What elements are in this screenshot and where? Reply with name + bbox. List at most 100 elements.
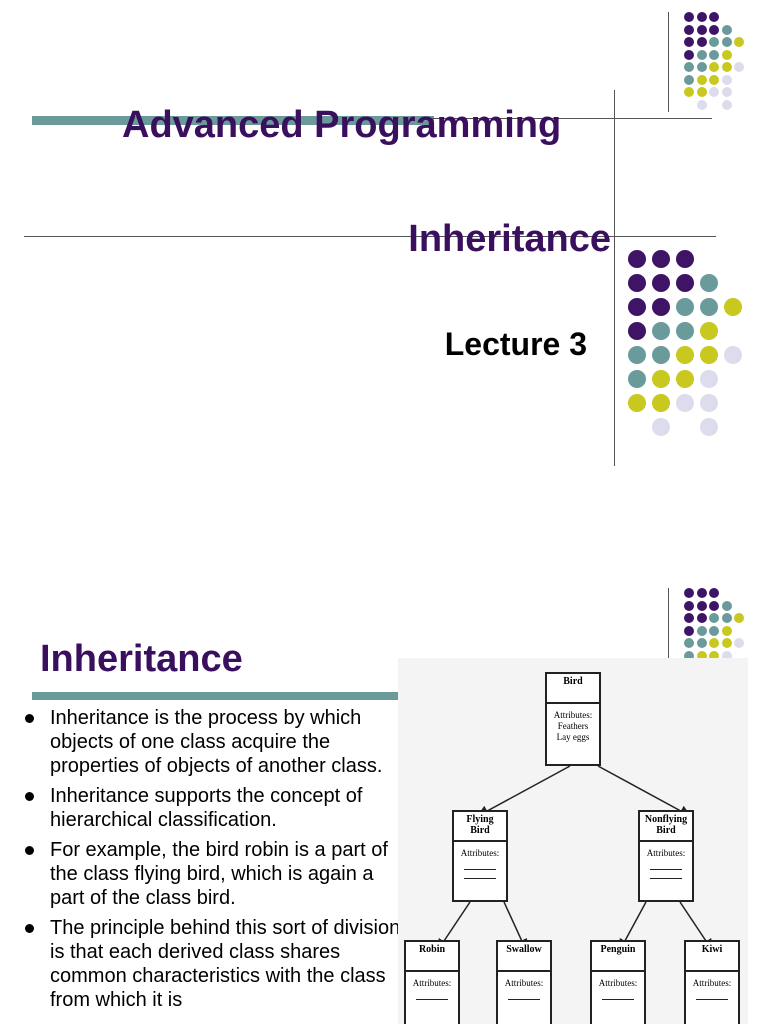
decorative-dot [684, 588, 694, 598]
decorative-dot [700, 298, 718, 316]
decorative-dot [696, 37, 707, 47]
decorative-dot [734, 62, 744, 72]
decorative-dot [709, 650, 719, 661]
decorative-dot [724, 298, 742, 316]
decorative-dot [684, 62, 694, 72]
decorative-dot [734, 613, 744, 623]
decorative-dot [709, 600, 719, 611]
content-slide: Inheritance Inheritance is the process b… [0, 512, 768, 1024]
decorative-dot [696, 24, 707, 35]
decorative-dot [709, 87, 719, 97]
decorative-dot [721, 87, 732, 97]
title-accent-bar [32, 116, 434, 125]
decorative-dot [709, 49, 719, 60]
decorative-dot [734, 638, 744, 648]
decorative-dot [628, 298, 646, 316]
node-attributes-label: Attributes: [412, 978, 452, 988]
decorative-dot [628, 322, 646, 340]
decorative-dot [696, 99, 707, 110]
node-attributes-label: Attributes: [460, 848, 500, 858]
decorative-dot [652, 322, 670, 340]
node-robin: Robin Attributes: [404, 940, 460, 1024]
decorative-dot [696, 625, 707, 636]
slide-title: Inheritance [40, 638, 243, 680]
attribute-line [508, 999, 540, 1000]
decorative-dot [721, 650, 732, 661]
decorative-dot [700, 274, 718, 292]
bullet-item: Inheritance supports the concept of hier… [20, 784, 410, 832]
subtitle-rule [24, 236, 716, 237]
node-name: Robin [406, 942, 458, 972]
decorative-dot [684, 24, 694, 35]
bullet-item: For example, the bird robin is a part of… [20, 838, 410, 910]
node-name: Penguin [592, 942, 644, 972]
node-name: Swallow [498, 942, 550, 972]
decorative-dot [709, 62, 719, 72]
node-name: Bird [547, 674, 599, 704]
attribute-line [416, 999, 448, 1000]
decorative-dot [676, 274, 694, 292]
decorative-dot [709, 74, 719, 85]
decorative-dot [724, 346, 742, 364]
decorative-dot [700, 322, 718, 340]
node-attribute: Lay eggs [556, 732, 590, 742]
decorative-dot [684, 12, 694, 22]
decorative-dot [709, 613, 719, 623]
decorative-dot [696, 650, 707, 661]
decorative-dot [721, 638, 732, 648]
decorative-dot [676, 322, 694, 340]
attribute-line [650, 878, 682, 879]
decorative-dot [676, 370, 694, 388]
corner-divider [668, 12, 669, 112]
attribute-line [696, 999, 728, 1000]
decorative-dot [652, 346, 670, 364]
decorative-dot [652, 370, 670, 388]
decorative-dot [721, 37, 732, 47]
decorative-dot [696, 600, 707, 611]
decorative-dot [652, 298, 670, 316]
decorative-dot [734, 37, 744, 47]
decorative-dot [652, 250, 670, 268]
node-name: Nonflying Bird [640, 812, 692, 842]
node-flying-bird: Flying Bird Attributes: [452, 810, 508, 902]
decorative-dot [652, 394, 670, 412]
node-penguin: Penguin Attributes: [590, 940, 646, 1024]
node-attributes-label: Attributes: [598, 978, 638, 988]
decorative-dot [709, 12, 719, 22]
decorative-dot [696, 87, 707, 97]
decorative-dot [721, 49, 732, 60]
decorative-dot [721, 99, 732, 110]
attribute-line [602, 999, 634, 1000]
decorative-dot [676, 346, 694, 364]
decorative-dot [696, 613, 707, 623]
decorative-dot [709, 588, 719, 598]
decorative-dot [628, 394, 646, 412]
decorative-dot [700, 394, 718, 412]
decorative-dot [684, 638, 694, 648]
decorative-dot [652, 274, 670, 292]
attribute-line [464, 878, 496, 879]
decorative-dot [684, 49, 694, 60]
decorative-dot [628, 370, 646, 388]
decorative-dot [721, 62, 732, 72]
decorative-dot [628, 346, 646, 364]
node-name: Kiwi [686, 942, 738, 972]
decorative-dot [684, 600, 694, 611]
class-hierarchy-diagram: Bird Attributes: Feathers Lay eggs Flyin… [398, 658, 748, 1024]
decorative-dot [696, 638, 707, 648]
decorative-dot [721, 74, 732, 85]
title-accent-bar [32, 692, 398, 700]
title-slide: Advanced Programming Inheritance Lecture… [24, 12, 744, 466]
node-attributes-label: Attributes: [692, 978, 732, 988]
connector-bird-flying [476, 765, 571, 817]
corner-divider [668, 588, 669, 660]
decorative-dot [700, 418, 718, 436]
lecture-label: Lecture 3 [444, 326, 587, 362]
decorative-dot [684, 37, 694, 47]
decorative-dot [709, 638, 719, 648]
decorative-dot [628, 250, 646, 268]
node-name: Flying Bird [454, 812, 506, 842]
decorative-dot [676, 394, 694, 412]
decorative-dot [696, 74, 707, 85]
decorative-dot [652, 418, 670, 436]
